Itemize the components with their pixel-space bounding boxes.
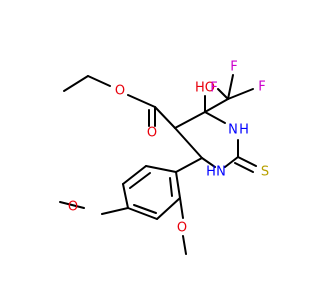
bond-ester-ring xyxy=(154,106,176,129)
bond-thione-b xyxy=(234,162,254,173)
atom-s-thione: S xyxy=(261,165,269,180)
bond-benz-5-6 xyxy=(156,197,181,220)
bond-benz-2-3 xyxy=(122,165,147,185)
atom-o-hydroxyl: HO xyxy=(195,81,215,96)
chemical-structure-diagram: O O HO F F F N H N H S O O xyxy=(59,60,269,255)
atom-f-right: F xyxy=(258,80,265,95)
bond-ring-n1-c6 xyxy=(201,157,216,168)
bond-ring-c4-n3 xyxy=(204,111,226,124)
bond-layer xyxy=(59,74,257,255)
bond-ethyl-ch2-o xyxy=(87,75,111,87)
bond-benz-6-1 xyxy=(175,171,181,199)
bond-ortho-o-ch3 xyxy=(182,235,187,255)
bond-cf3-f-left xyxy=(217,88,229,100)
atom-f-left: F xyxy=(210,81,217,96)
atom-label-layer: O O HO F F F N H N H S O O xyxy=(68,60,269,236)
bond-ring-c2-n1 xyxy=(224,156,239,168)
bond-benz-1-2 xyxy=(145,165,177,173)
atom-n-lower: N xyxy=(216,165,226,180)
atom-o-methoxy-para: O xyxy=(68,200,78,215)
atom-h-lower: H xyxy=(206,165,216,180)
atom-n-upper: N xyxy=(228,123,238,138)
atom-o-ester-carbonyl: O xyxy=(147,126,157,141)
bond-thione-a xyxy=(237,156,257,167)
atom-o-methoxy-ortho: O xyxy=(177,221,187,236)
bond-benz-inner-a xyxy=(129,172,151,189)
bond-c4-cf3 xyxy=(204,98,229,113)
bond-benz-3-4 xyxy=(122,183,129,209)
bond-benz-inner-b xyxy=(133,204,157,214)
atom-o-ester-ether: O xyxy=(115,84,125,99)
bond-o-carbonyl-carbon xyxy=(127,94,156,108)
bond-para-o xyxy=(101,207,129,215)
bond-ortho-o xyxy=(179,197,184,219)
atom-h-upper: H xyxy=(239,123,249,138)
bond-cf3-f-top xyxy=(227,74,234,100)
bond-ring-c6-c5 xyxy=(174,127,203,159)
bond-c6-aryl xyxy=(175,157,203,173)
bond-ring-c5-c4 xyxy=(174,111,206,129)
bond-para-o-ch3 xyxy=(59,201,85,209)
bond-benz-4-5 xyxy=(127,207,158,220)
bond-ethyl-ch3-ch2 xyxy=(63,75,89,92)
bond-benz-inner-c xyxy=(169,177,173,197)
bond-cf3-f-right xyxy=(227,88,254,100)
atom-f-top: F xyxy=(230,60,237,75)
